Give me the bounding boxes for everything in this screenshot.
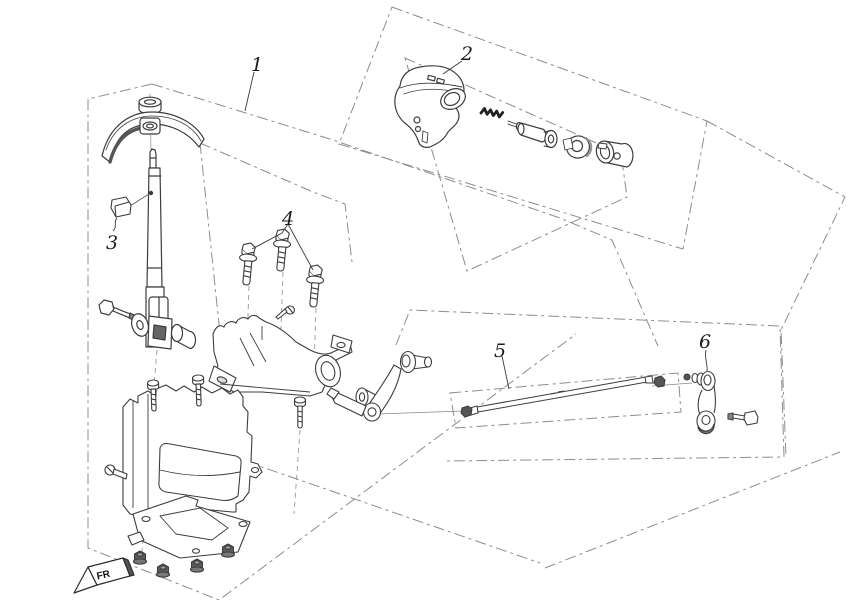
fr-direction-marker: FR [73, 557, 135, 594]
flange-nut-4 [220, 543, 236, 558]
flange-bolt-1 [237, 241, 259, 287]
callout-5[interactable]: 5 [494, 340, 506, 362]
callout-1[interactable]: 1 [251, 54, 263, 76]
part-housing-cover [104, 374, 263, 519]
part-crank-lever [326, 350, 464, 422]
bracket-screw-small [275, 305, 296, 320]
bracket-screw-lower [293, 396, 307, 429]
callouts: 1 2 3 4 5 6 [106, 43, 711, 362]
part-clip [110, 193, 150, 218]
flange-nut-1 [132, 550, 148, 565]
spring [479, 107, 505, 119]
fr-label: FR [96, 569, 112, 583]
part-shift-knob-assembly [394, 65, 634, 168]
housing-screw-left [104, 464, 128, 480]
lock-ring [562, 135, 593, 159]
part-shift-rod [460, 375, 693, 418]
detent-pin [507, 120, 558, 149]
arch-plate [101, 111, 205, 164]
callout-6[interactable]: 6 [699, 331, 711, 353]
part-shift-arm [683, 370, 759, 435]
flange-nut-2 [155, 563, 171, 578]
callout-3[interactable]: 3 [106, 232, 118, 254]
part-base-plate [127, 495, 251, 578]
pivot-bolt-washer [98, 299, 197, 350]
flange-bolt-3 [304, 263, 326, 309]
flange-bolt-2 [271, 227, 293, 273]
callout-leaders [112, 60, 708, 390]
arm-bolt [727, 410, 759, 426]
callout-4[interactable]: 4 [281, 208, 294, 230]
callout-2[interactable]: 2 [460, 43, 473, 65]
cap-grommet [138, 96, 162, 115]
fr-arrow-side-icon [122, 557, 135, 577]
part-shift-lever-assembly [98, 93, 205, 350]
shift-knob [394, 65, 466, 148]
end-button [595, 140, 634, 168]
flange-nut-3 [189, 558, 205, 573]
